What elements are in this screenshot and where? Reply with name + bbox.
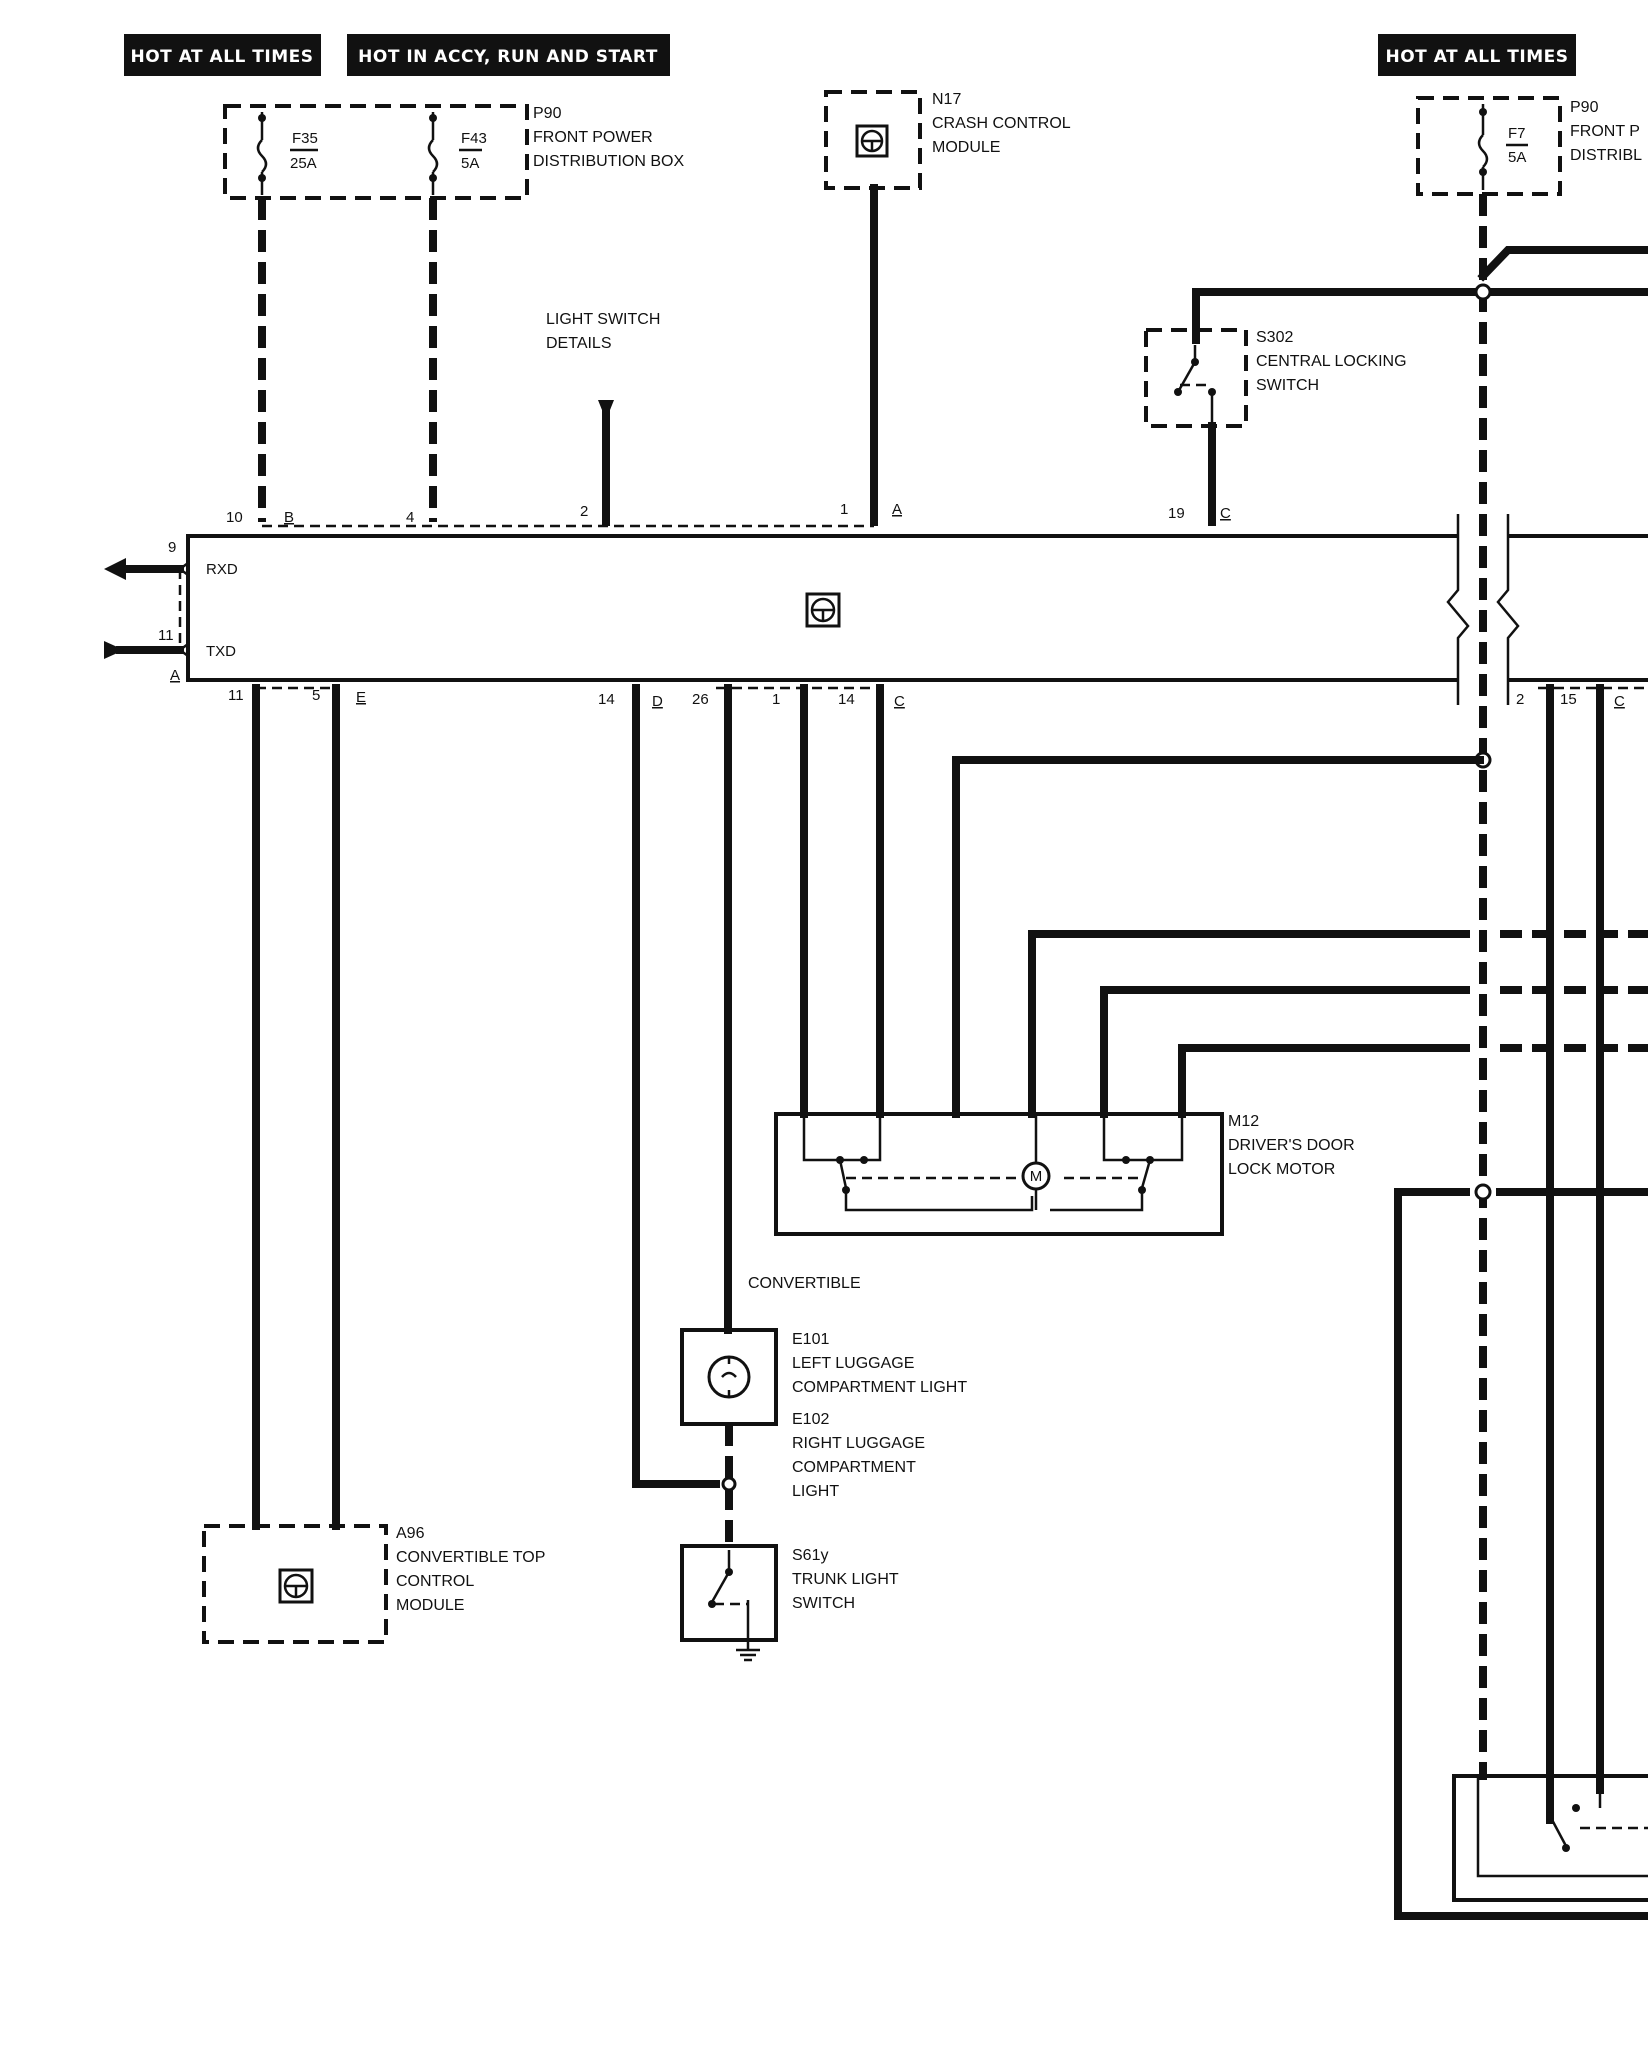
p90-right-name-line2: DISTRIBL	[1570, 147, 1642, 164]
central-locking-module	[186, 514, 1648, 705]
serial-lines	[104, 558, 190, 659]
s302-line1: CENTRAL LOCKING	[1256, 353, 1407, 370]
pin-bottom-e: E	[356, 689, 366, 706]
pin-left-11: 11	[158, 627, 174, 644]
e101-id: E101	[792, 1331, 829, 1348]
fuse-f7-id: F7	[1508, 125, 1526, 142]
fuse-f43-rating: 5A	[461, 155, 479, 172]
p90-right-name-line1: FRONT P	[1570, 123, 1640, 140]
m12-line2: LOCK MOTOR	[1228, 1161, 1335, 1178]
splice-trunk	[721, 1476, 737, 1492]
fuse-f35-rating: 25A	[290, 155, 317, 172]
wire-m12-b	[1028, 930, 1470, 1118]
wire-d-trunk	[632, 684, 720, 1488]
pin-top-2: 2	[580, 503, 588, 520]
p90-left-fuse-box: F35 25A F43 5A	[223, 104, 529, 200]
pin-bottom-d: D	[652, 693, 663, 710]
wire-s302-top	[1192, 288, 1648, 344]
pin-top-19: 19	[1168, 505, 1185, 522]
e102-line1: RIGHT LUGGAGE	[792, 1435, 925, 1452]
n17-line2: MODULE	[932, 139, 1000, 156]
pin-bottom-c: C	[894, 693, 905, 710]
e102-line3: LIGHT	[792, 1483, 839, 1500]
e102-id: E102	[792, 1411, 829, 1428]
s61y-line2: SWITCH	[792, 1595, 855, 1612]
splice-3	[1474, 1183, 1492, 1201]
p90-right-fuse-box: F7 5A	[1416, 96, 1562, 196]
banner-hot-accy-run-start: HOT IN ACCY, RUN AND START	[347, 34, 670, 76]
m12-line1: DRIVER'S DOOR	[1228, 1137, 1355, 1154]
light-switch-line2: DETAILS	[546, 335, 612, 352]
wire-f7-branch	[1477, 246, 1648, 282]
motor-symbol: M	[1030, 1168, 1043, 1185]
p90-left-name-line1: FRONT POWER	[533, 129, 653, 146]
pin-bottom-15: 15	[1560, 691, 1577, 708]
a96-line1: CONVERTIBLE TOP	[396, 1549, 545, 1566]
pin-bottom-c2: C	[1614, 693, 1625, 710]
n17-line1: CRASH CONTROL	[932, 115, 1071, 132]
a96-line2: CONTROL	[396, 1573, 474, 1590]
pin-top-4: 4	[406, 509, 414, 526]
n17-id: N17	[932, 91, 961, 108]
svg-text:HOT AT ALL TIMES: HOT AT ALL TIMES	[1386, 47, 1569, 67]
txd-label: TXD	[206, 643, 236, 660]
banner-hot-all-times-left: HOT AT ALL TIMES	[124, 34, 321, 76]
rxd-label: RXD	[206, 561, 238, 578]
wire-loop	[1394, 1188, 1648, 1920]
pin-bottom-26: 26	[692, 691, 709, 708]
e102-line2: COMPARTMENT	[792, 1459, 916, 1476]
fuse-f35-id: F35	[292, 130, 318, 147]
fuse-f7-rating: 5A	[1508, 149, 1526, 166]
pin-bottom-5: 5	[312, 687, 320, 704]
convertible-label: CONVERTIBLE	[748, 1275, 861, 1292]
m12-id: M12	[1228, 1113, 1259, 1130]
pin-bottom-2: 2	[1516, 691, 1524, 708]
a96-convertible-top-module	[202, 1524, 388, 1644]
pin-bottom-1: 1	[772, 691, 780, 708]
p90-left-id: P90	[533, 105, 562, 122]
pin-bottom-11: 11	[228, 687, 244, 704]
wire-m12-d	[1178, 1044, 1470, 1118]
a96-id: A96	[396, 1525, 425, 1542]
fuse-f43-id: F43	[461, 130, 487, 147]
s61y-line1: TRUNK LIGHT	[792, 1571, 899, 1588]
pin-bottom-14b: 14	[838, 691, 855, 708]
pin-top-a: A	[892, 501, 902, 518]
light-switch-line1: LIGHT SWITCH	[546, 311, 660, 328]
s61y-id: S61y	[792, 1547, 828, 1564]
s302-id: S302	[1256, 329, 1293, 346]
pin-bottom-14a: 14	[598, 691, 615, 708]
e101-luggage-light	[680, 1328, 778, 1426]
rxd-arrow-icon	[104, 558, 126, 580]
m12-door-lock-motor: M	[774, 1112, 1224, 1236]
p90-right-id: P90	[1570, 99, 1599, 116]
wire-m12-a	[952, 756, 1484, 1118]
splice-1	[1474, 283, 1492, 301]
s302-line2: SWITCH	[1256, 377, 1319, 394]
txd-arrow-icon	[104, 641, 124, 659]
banner-hot-all-times-right: HOT AT ALL TIMES	[1378, 34, 1576, 76]
n17-crash-control-module	[824, 90, 922, 190]
pin-top-b: B	[284, 509, 294, 526]
pin-top-1: 1	[840, 501, 848, 518]
pin-left-9: 9	[168, 539, 176, 556]
pin-top-10: 10	[226, 509, 243, 526]
p90-left-name-line2: DISTRIBUTION BOX	[533, 153, 684, 170]
svg-text:HOT AT ALL TIMES: HOT AT ALL TIMES	[131, 47, 314, 67]
s302-central-locking-switch	[1144, 328, 1248, 428]
wire-m12-c	[1100, 986, 1470, 1118]
e101-line1: LEFT LUGGAGE	[792, 1355, 914, 1372]
a96-line3: MODULE	[396, 1597, 464, 1614]
partial-component-bottom-right	[1452, 1774, 1648, 1902]
pin-top-c: C	[1220, 505, 1231, 522]
svg-text:HOT IN ACCY, RUN AND START: HOT IN ACCY, RUN AND START	[358, 47, 658, 67]
s61y-trunk-light-switch	[680, 1544, 778, 1662]
pin-left-a: A	[170, 667, 180, 684]
e101-line2: COMPARTMENT LIGHT	[792, 1379, 967, 1396]
